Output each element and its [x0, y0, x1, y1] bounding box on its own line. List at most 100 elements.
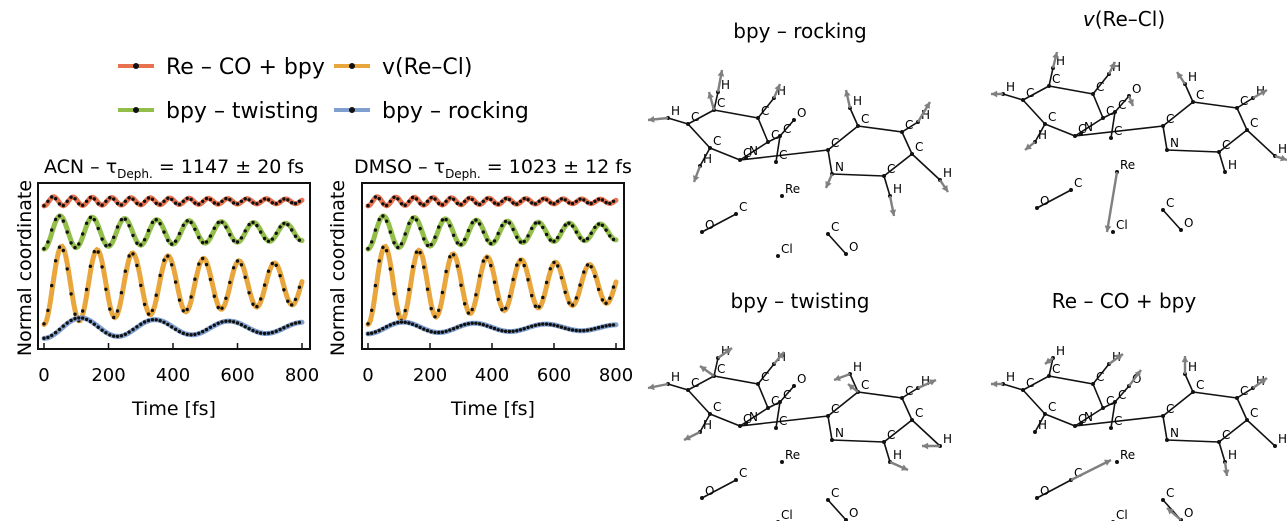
series-point	[197, 202, 201, 206]
x-axis-label: Time [fs]	[131, 398, 216, 420]
legend-marker	[133, 107, 139, 113]
series-point	[518, 258, 523, 262]
series-point	[266, 239, 271, 243]
series-point	[204, 262, 209, 267]
atom-label: H	[921, 108, 930, 122]
bond	[713, 357, 719, 377]
series-point	[403, 203, 407, 207]
bond	[1218, 419, 1248, 443]
series-point	[474, 321, 478, 325]
atom-label: C	[783, 388, 791, 402]
atom-label: C	[717, 96, 725, 110]
series-point	[216, 321, 220, 325]
series-point	[139, 283, 143, 288]
series-point	[477, 322, 482, 326]
atom-dot	[882, 174, 886, 178]
series-point	[448, 255, 452, 259]
atom-dot	[778, 134, 782, 138]
atom-label: N	[1084, 410, 1093, 424]
bond	[709, 147, 741, 161]
series-point	[177, 231, 182, 236]
atom-dot	[1073, 134, 1077, 138]
series-point	[266, 269, 271, 273]
series-point	[585, 263, 590, 267]
atom-dot	[792, 384, 796, 388]
series-point	[388, 230, 392, 234]
series-point	[455, 325, 459, 329]
series-point	[255, 304, 259, 309]
series-point	[422, 203, 426, 207]
series-point	[297, 199, 302, 203]
atom-label: H	[703, 152, 712, 166]
atom-dot	[844, 518, 848, 521]
atom-label: H	[1056, 54, 1065, 68]
bond	[911, 419, 941, 447]
series-point	[451, 253, 456, 257]
series-point	[181, 309, 185, 313]
atom-label: H	[1256, 374, 1265, 388]
arrow-head	[684, 434, 691, 441]
series-point	[50, 228, 54, 232]
series-point	[69, 292, 73, 296]
series-point	[73, 316, 77, 321]
series-point	[485, 196, 489, 200]
series-point	[73, 245, 77, 250]
atom-label: H	[943, 166, 952, 180]
series-point	[496, 328, 500, 332]
bond	[713, 375, 759, 385]
series-point	[418, 226, 422, 231]
series-point	[377, 197, 381, 201]
series-point	[135, 201, 139, 206]
series-point	[173, 280, 178, 284]
series-point	[162, 230, 166, 234]
atom-dot	[776, 254, 780, 258]
atom-label: C	[1118, 98, 1126, 112]
series-point	[570, 328, 575, 332]
series-point	[88, 215, 93, 220]
atom-label: N	[749, 144, 758, 158]
series-point	[477, 202, 482, 207]
series-point	[286, 324, 290, 328]
atom-label: C	[1166, 402, 1174, 416]
series-point	[282, 221, 286, 226]
series-point	[541, 322, 545, 326]
series-point	[559, 325, 564, 329]
atom-dot	[744, 156, 748, 160]
series-point	[131, 327, 135, 332]
series-point	[154, 293, 158, 297]
series-point	[511, 227, 515, 232]
bond	[667, 383, 689, 391]
arrow-head	[774, 84, 781, 91]
atom-label: C	[761, 104, 769, 118]
series-point	[541, 197, 545, 201]
arrow-head	[648, 116, 655, 123]
bond	[1074, 415, 1164, 427]
arrow-head	[1127, 99, 1134, 106]
atom-label: C	[1106, 104, 1114, 118]
atom-label: O	[797, 372, 806, 386]
arrow-head	[1167, 508, 1174, 515]
bond	[739, 149, 829, 161]
bond	[1246, 419, 1276, 447]
series-point	[123, 332, 128, 336]
series-point	[88, 319, 93, 324]
bond	[1166, 439, 1220, 443]
arrow-head	[929, 379, 936, 386]
series-point	[193, 201, 197, 205]
atom-dot	[1273, 444, 1277, 448]
series-point	[119, 334, 124, 338]
series-point	[127, 196, 131, 200]
series-point	[177, 329, 182, 334]
series-point	[559, 276, 564, 280]
atom-dot	[780, 460, 784, 464]
series-point	[77, 202, 81, 206]
series-point	[481, 323, 485, 327]
series-point	[451, 197, 456, 201]
atom-label: N	[1084, 120, 1093, 134]
series-point	[231, 320, 236, 324]
atom-dot	[910, 418, 914, 422]
series-point	[511, 201, 515, 205]
atom-dot	[700, 230, 704, 234]
